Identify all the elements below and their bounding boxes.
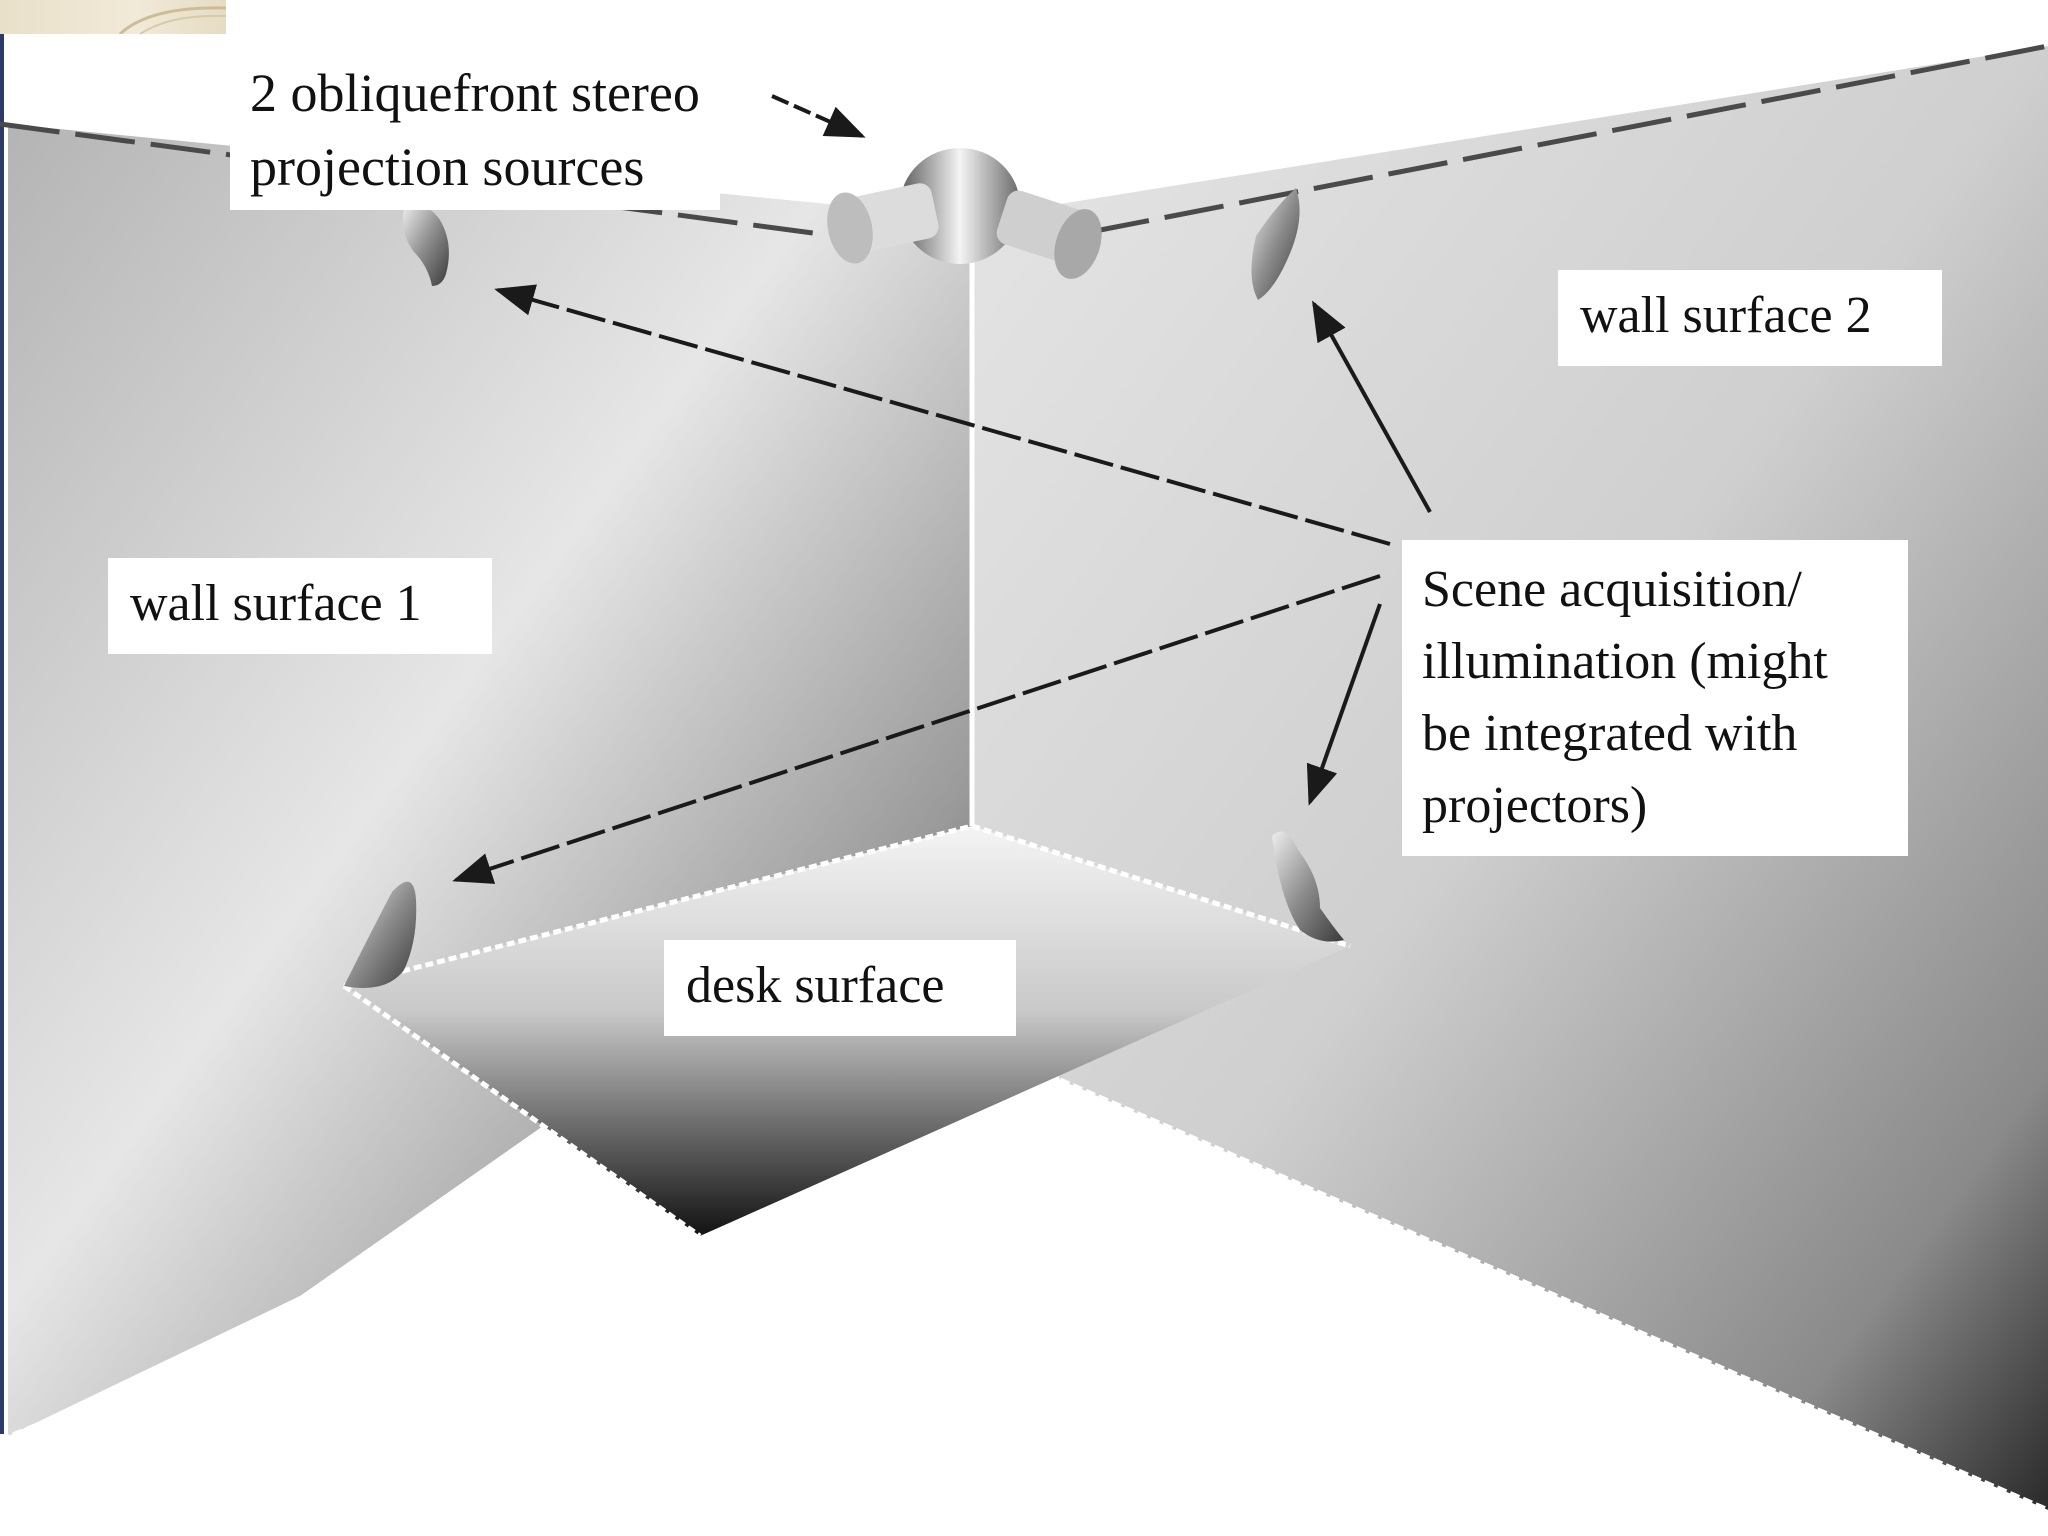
label-scene-line-2: illumination (might <box>1422 633 1828 690</box>
camera-lamp-icon <box>344 881 417 988</box>
label-desk-surface: desk surface <box>664 940 1016 1036</box>
corner-ornament <box>0 0 226 34</box>
wall-surface-1 <box>8 124 972 1440</box>
camera-lamp-icon <box>403 204 449 286</box>
label-wall-surface-2: wall surface 2 <box>1558 270 1942 366</box>
label-scene-line-4: projectors) <box>1422 777 1648 834</box>
label-scene-line-3: be integrated with <box>1422 705 1798 762</box>
floor <box>0 1080 2048 1536</box>
label-wall-surface-1: wall surface 1 <box>108 558 492 654</box>
label-projection-line-2: projection sources <box>250 137 645 197</box>
camera-lamp-icon <box>1251 188 1300 300</box>
stereo-projector-icon <box>827 148 1102 279</box>
annotation-arrows <box>452 94 1432 884</box>
label-scene-acquisition: Scene acquisition/ illumination (might b… <box>1402 540 1908 856</box>
label-projection-sources: 2 obliquefront stereo projection sources <box>230 50 720 210</box>
label-scene-line-1: Scene acquisition/ <box>1422 561 1802 618</box>
room-edges <box>0 43 2048 1513</box>
camera-lamp-icon <box>1272 831 1344 942</box>
label-projection-line-1: 2 obliquefront stereo <box>250 63 700 123</box>
slide-left-edge <box>0 34 4 1434</box>
